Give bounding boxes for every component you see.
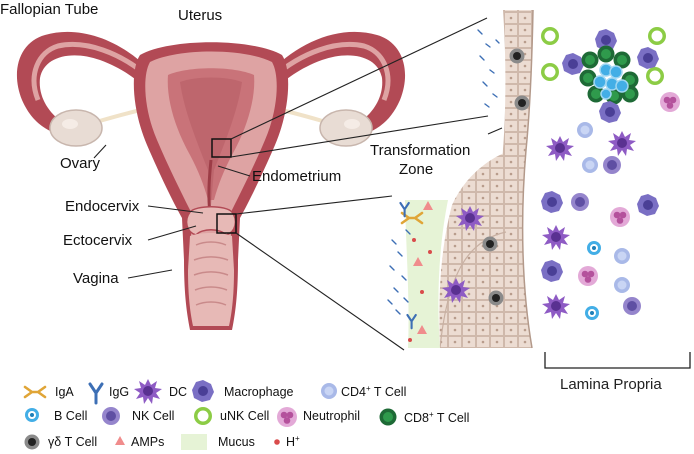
legend-unk-cell: uNK Cell	[194, 407, 269, 425]
mucosal-antibodies-bottom	[387, 229, 411, 315]
svg-text:uNK Cell: uNK Cell	[220, 409, 269, 423]
legend-h-ion: H+	[274, 434, 300, 449]
svg-text:CD8+ T Cell: CD8+ T Cell	[404, 410, 469, 425]
iga-icon	[23, 385, 47, 399]
legend-cd4: CD4+ T Cell	[321, 383, 406, 399]
mucus-swatch	[181, 434, 207, 450]
endometrium-zoom-box	[211, 138, 232, 158]
legend-iga: IgA	[23, 385, 74, 399]
ovary-right	[319, 109, 373, 147]
dendritic-cell-icon	[134, 379, 162, 404]
nk-cell-icon	[102, 407, 120, 425]
svg-text:Macrophage: Macrophage	[224, 385, 294, 399]
zoom-lines	[230, 17, 489, 351]
label-fallopian-tube: Fallopian Tube	[0, 1, 98, 18]
svg-text:IgG: IgG	[109, 385, 129, 399]
svg-text:IgA: IgA	[55, 385, 74, 399]
legend-nk-cell: NK Cell	[102, 407, 174, 425]
legend-igg: IgG	[88, 382, 129, 405]
uterus-illustration	[16, 31, 406, 330]
label-zone: Zone	[399, 161, 433, 178]
svg-text:CD4+ T Cell: CD4+ T Cell	[341, 384, 406, 399]
label-endocervix: Endocervix	[65, 198, 140, 215]
cd8-t-cell-icon	[379, 408, 397, 426]
svg-text:H+: H+	[286, 434, 300, 449]
amp-icon	[115, 436, 125, 445]
label-transformation: Transformation	[370, 142, 470, 159]
h-ion-icon	[274, 439, 280, 445]
mucus-contents	[399, 201, 433, 342]
vagina	[188, 233, 234, 326]
unk-cell-icon	[194, 407, 212, 425]
mucosal-antibodies-top	[477, 29, 500, 108]
cervix-zoom-box	[216, 213, 237, 234]
neutrophil-icon	[277, 407, 297, 427]
label-endometrium: Endometrium	[252, 168, 341, 185]
mucus-layer	[405, 200, 448, 348]
ovary-left	[49, 109, 103, 147]
legend-b-cell: B Cell	[25, 408, 87, 423]
b-cell-icon	[25, 408, 39, 422]
legend-dc: DC	[134, 379, 187, 404]
leader-lines	[93, 127, 503, 279]
svg-text:B Cell: B Cell	[54, 409, 87, 423]
legend-cd8: CD8+ T Cell	[379, 408, 469, 426]
legend-gd-t-cell: γδ T Cell	[24, 434, 97, 450]
igg-icon	[88, 382, 104, 405]
legend-macrophage: Macrophage	[192, 380, 294, 402]
legend: IgA IgG DC Macrophage CD4+ T Cell B Cell…	[23, 379, 469, 450]
cd4-t-cell-icon	[321, 383, 337, 399]
svg-text:DC: DC	[169, 385, 187, 399]
legend-amps: AMPs	[115, 435, 164, 449]
svg-text:Mucus: Mucus	[218, 435, 255, 449]
lamina-propria-cells	[541, 27, 680, 320]
label-vagina: Vagina	[73, 270, 119, 287]
label-ectocervix: Ectocervix	[63, 232, 133, 249]
gamma-delta-t-cell-icon	[24, 434, 40, 450]
legend-mucus: Mucus	[181, 434, 255, 450]
svg-text:NK Cell: NK Cell	[132, 409, 174, 423]
label-lamina-propria: Lamina Propria	[560, 376, 662, 393]
svg-text:Neutrophil: Neutrophil	[303, 409, 360, 423]
macrophage-icon	[192, 380, 214, 402]
lamina-propria-bracket	[544, 352, 691, 369]
label-ovary: Ovary	[60, 155, 101, 172]
label-uterus: Uterus	[178, 7, 222, 24]
legend-neutrophil: Neutrophil	[277, 407, 360, 427]
svg-text:γδ T Cell: γδ T Cell	[48, 435, 97, 449]
svg-text:AMPs: AMPs	[131, 435, 164, 449]
